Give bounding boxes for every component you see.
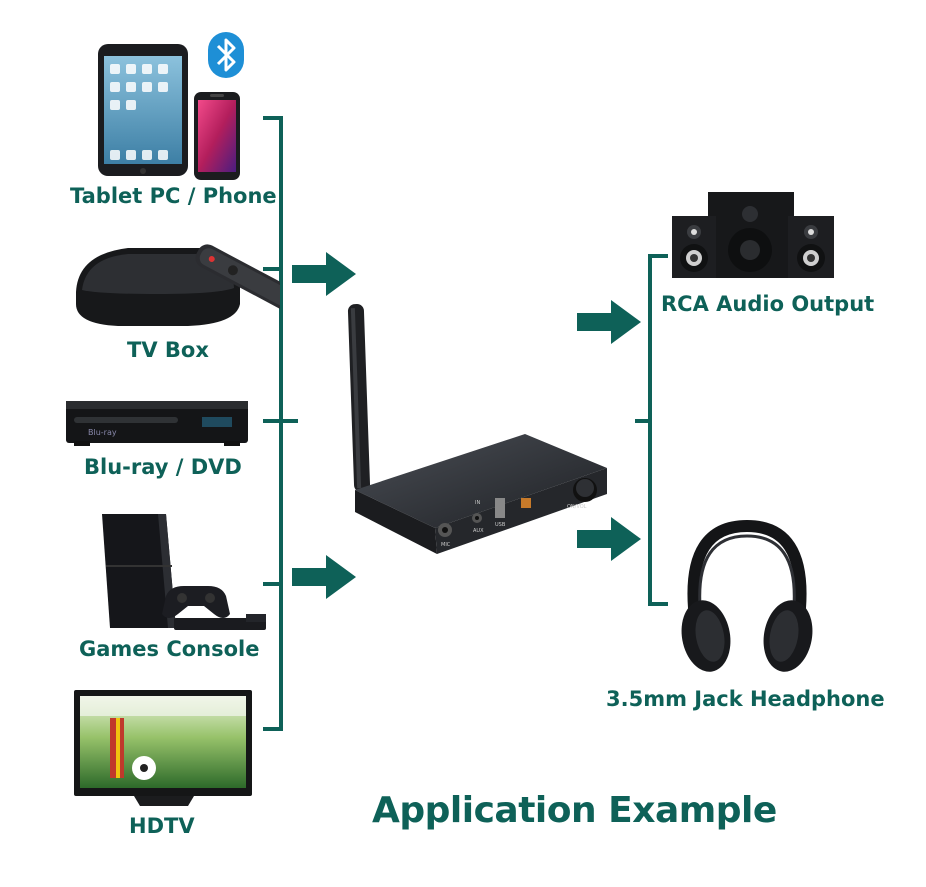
games-console-icon	[102, 514, 266, 630]
source-label-bluray-dvd: Blu-ray / DVD	[84, 455, 242, 479]
output-label-rca-audio: RCA Audio Output	[661, 292, 875, 316]
port-label-mic: MIC	[441, 542, 451, 548]
port-label-on-vol: ON/VOL	[567, 504, 587, 510]
hdtv-icon	[74, 690, 252, 806]
source-label-tv-box: TV Box	[127, 338, 209, 362]
speakers-icon	[672, 192, 834, 278]
arrow-to-device-bottom	[292, 555, 356, 599]
output-label-headphone: 3.5mm Jack Headphone	[606, 687, 885, 711]
headphones-icon	[681, 520, 813, 672]
svg-text:Blu-ray: Blu-ray	[88, 428, 117, 437]
arrow-to-rca-output	[577, 300, 641, 344]
arrow-to-headphone-output	[577, 517, 641, 561]
source-label-hdtv: HDTV	[129, 814, 195, 838]
port-label-aux: AUX	[473, 528, 484, 534]
tablet-phone-icon	[98, 44, 240, 180]
tv-box-icon	[76, 244, 280, 326]
port-label-usb: USB	[495, 522, 506, 528]
bluray-player-icon: Blu-ray	[66, 401, 248, 446]
arrow-to-device-top	[292, 252, 356, 296]
bluetooth-icon	[208, 32, 244, 78]
source-label-tablet-phone: Tablet PC / Phone	[70, 184, 277, 208]
source-label-games-console: Games Console	[79, 637, 260, 661]
footer-title: Application Example	[372, 790, 777, 831]
port-label-in: IN	[475, 500, 480, 506]
bluetooth-receiver-icon: MIC AUX IN USB ON/VOL	[347, 304, 607, 554]
